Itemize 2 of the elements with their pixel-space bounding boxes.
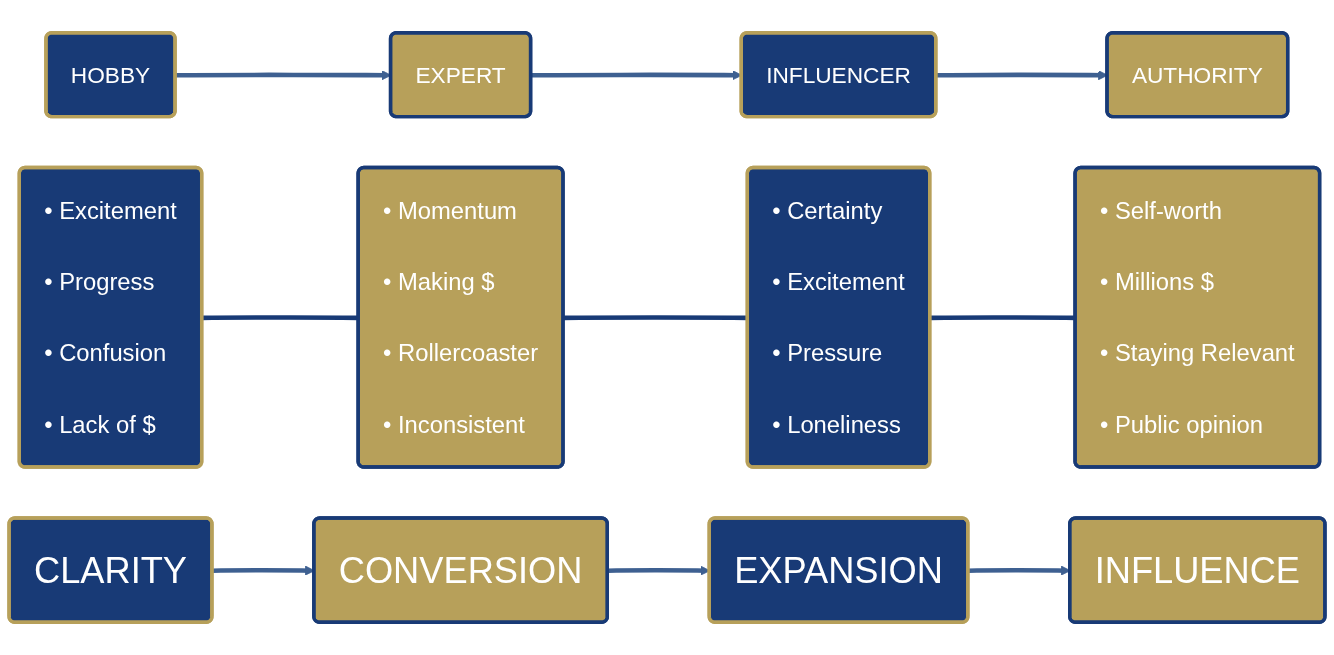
connector bbox=[563, 315, 748, 321]
connector bbox=[202, 315, 359, 321]
